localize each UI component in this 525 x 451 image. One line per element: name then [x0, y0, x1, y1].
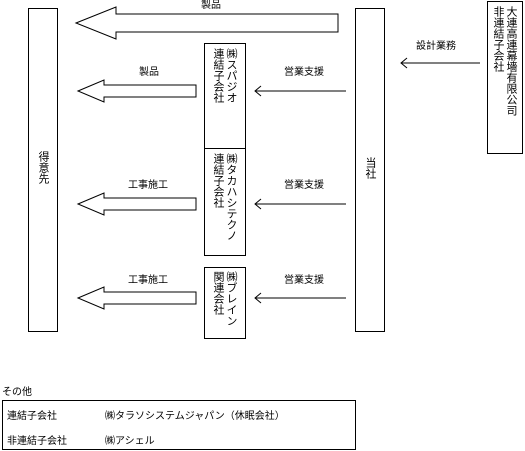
- arrow-brain-work: [76, 286, 197, 310]
- support-arrowhead-spazio: [254, 85, 262, 97]
- service-label-takahashi: 工事施工: [128, 180, 168, 191]
- support-label-brain: 営業支援: [284, 275, 324, 286]
- service-label-brain: 工事施工: [128, 275, 168, 286]
- subsidiary-name-takahashi: ㈱タカハシテクノ: [225, 153, 238, 241]
- subsidiary-type-brain: 関連会社: [212, 271, 225, 315]
- subsidiary-box-spazio: ㈱スパジオ 連結子会社: [204, 43, 246, 151]
- subsidiary-type-spazio: 連結子会社: [212, 48, 225, 103]
- company-box: 当社: [355, 8, 385, 332]
- support-arrowhead-takahashi: [254, 198, 262, 210]
- parent-company-box: 大連高連幕墻有限公司 非連結子会社: [487, 1, 523, 154]
- customer-box: 得意先: [28, 8, 58, 332]
- arrow-top-product: [74, 6, 339, 40]
- support-label-takahashi: 営業支援: [284, 180, 324, 191]
- others-table: 連結子会社 ㈱タラソシステムジャパン（休眠会社） 非連結子会社 ㈱アシェル: [2, 400, 356, 450]
- subsidiary-box-takahashi: ㈱タカハシテクノ 連結子会社: [204, 148, 246, 256]
- others-category: 非連結子会社: [7, 436, 67, 447]
- customer-label: 得意先: [37, 151, 50, 184]
- parent-company-name: 大連高連幕墻有限公司: [505, 6, 518, 116]
- support-arrowhead-brain: [254, 292, 262, 304]
- design-work-label: 設計業務: [416, 41, 456, 52]
- others-row: 非連結子会社 ㈱アシェル: [3, 426, 355, 451]
- subsidiary-box-brain: ㈱ブレイン 関連会社: [204, 267, 246, 339]
- top-product-label: 製品: [201, 0, 221, 11]
- others-companies: ㈱アシェル: [105, 436, 155, 447]
- others-row: 連結子会社 ㈱タラソシステムジャパン（休眠会社）: [3, 401, 355, 426]
- others-category: 連結子会社: [7, 411, 57, 422]
- others-companies: ㈱タラソシステムジャパン（休眠会社）: [105, 411, 285, 422]
- arrow-spazio-product: [76, 79, 197, 103]
- subsidiary-name-spazio: ㈱スパジオ: [225, 48, 238, 103]
- design-arrowhead: [400, 57, 408, 69]
- others-title: その他: [2, 387, 32, 398]
- subsidiary-type-takahashi: 連結子会社: [212, 153, 225, 208]
- subsidiary-name-brain: ㈱ブレイン: [225, 271, 238, 326]
- support-label-spazio: 営業支援: [284, 67, 324, 78]
- arrow-takahashi-work: [76, 192, 197, 216]
- parent-company-type: 非連結子会社: [492, 6, 505, 72]
- service-label-spazio: 製品: [139, 67, 159, 78]
- company-label: 当社: [364, 157, 377, 179]
